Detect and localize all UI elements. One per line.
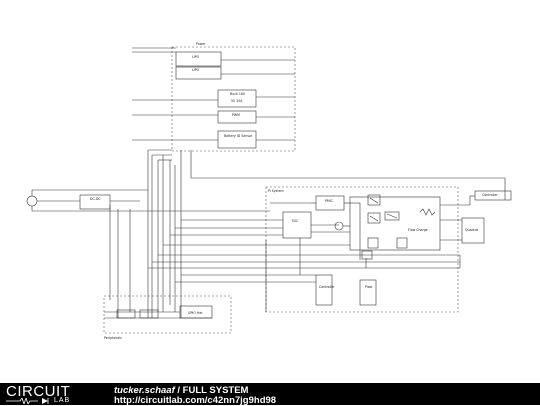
peripherals-label: Peripherals xyxy=(104,336,122,340)
peripherals-box xyxy=(103,295,232,334)
buck-sub-label: 5V 20A xyxy=(231,99,243,103)
dc-dc-box xyxy=(79,194,111,210)
pixel-label: Pixel xyxy=(365,285,372,289)
controller-lower-label: Controller xyxy=(319,285,335,289)
pwm-label: PWM xyxy=(232,113,240,117)
quadrature-label: Quadrat xyxy=(465,228,479,232)
battery-id-box xyxy=(217,130,257,149)
controller-lower-box xyxy=(315,274,333,306)
pi-system-label: Pi System xyxy=(268,189,284,193)
lipo-label: LIPO xyxy=(192,55,200,59)
footer-bar: CIRCUIT LAB tucker.schaaf / FULL SYSTEM … xyxy=(0,383,540,406)
pmic-label: PMIC xyxy=(325,199,334,203)
source-symbol xyxy=(26,195,38,207)
battery-id-label: Battery ID Sensor xyxy=(224,134,253,138)
esc-box xyxy=(282,211,312,239)
circuit-title: FULL SYSTEM xyxy=(182,385,249,396)
dc-dc-label: DC-DC xyxy=(90,197,101,201)
circuitlab-logo-lab: LAB xyxy=(54,397,71,404)
circuitlab-logo[interactable]: CIRCUIT xyxy=(6,383,71,400)
flow-charge-label: Flow Charge xyxy=(408,228,428,232)
circuit-url[interactable]: http://circuitlab.com/c42nn7jg9hd98 xyxy=(114,395,277,406)
schematic-canvas: Power LIPO LIPO Buck 18V 5V 20A PWM Batt… xyxy=(26,42,512,340)
pi-system-box xyxy=(265,186,459,313)
esc-label: ESC xyxy=(292,219,299,223)
buck-label: Buck 18V xyxy=(230,92,246,96)
quadrature-box xyxy=(461,217,485,244)
power-group-label: Power xyxy=(196,42,206,46)
lipo2-box xyxy=(175,66,222,80)
controller-label: Controller xyxy=(482,193,498,197)
credit-separator: / xyxy=(174,385,183,396)
buck-box xyxy=(217,89,257,108)
lipo2-label: LIPO xyxy=(192,68,200,72)
author-link[interactable]: tucker.schaaf xyxy=(114,385,175,396)
power-group-box xyxy=(171,46,296,152)
controller-box xyxy=(474,190,512,201)
circuit-wave-icon xyxy=(6,398,49,404)
lipo-box xyxy=(175,51,222,67)
flow-charge-box xyxy=(349,196,441,251)
circuit-credit: tucker.schaaf / FULL SYSTEM xyxy=(114,385,248,396)
gps-hat-label: GPIO Hat xyxy=(188,311,203,315)
pixel-box xyxy=(359,279,377,306)
